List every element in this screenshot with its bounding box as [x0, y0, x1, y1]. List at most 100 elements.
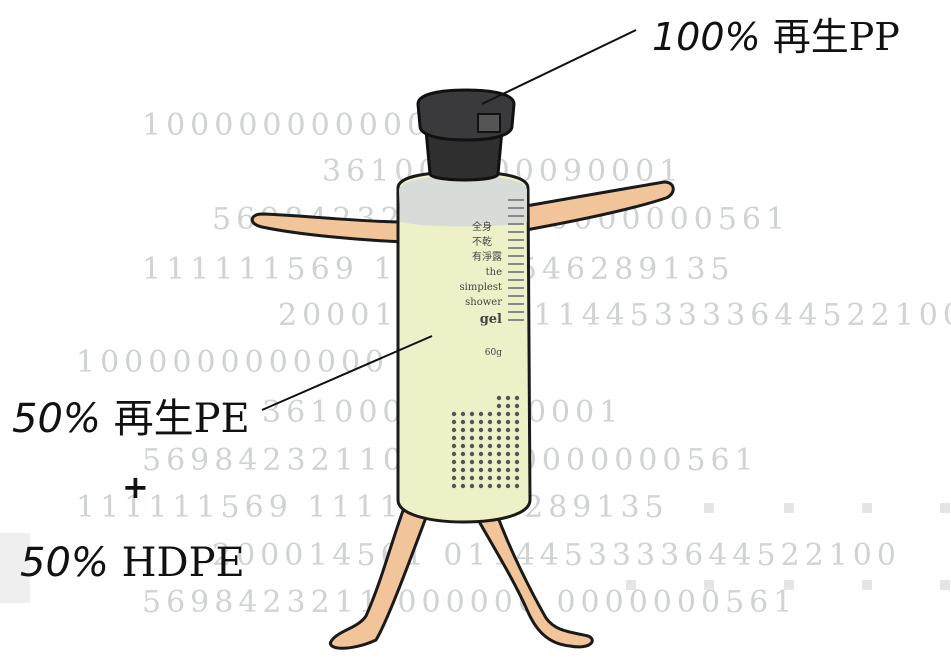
pattern-dot	[506, 404, 510, 408]
pattern-dot	[461, 420, 465, 424]
pattern-dot	[506, 484, 510, 488]
pattern-dot	[497, 404, 501, 408]
left-arm	[252, 214, 404, 242]
pattern-dot	[488, 468, 492, 472]
pattern-dot	[488, 484, 492, 488]
pattern-dot	[497, 428, 501, 432]
pattern-dot	[479, 460, 483, 464]
pattern-dot	[506, 476, 510, 480]
pattern-dot	[497, 436, 501, 440]
pattern-dot	[470, 452, 474, 456]
pattern-dot	[497, 444, 501, 448]
bottle-weight: 60g	[485, 348, 502, 358]
body2-material: HDPE	[122, 540, 245, 586]
pattern-dot	[497, 476, 501, 480]
pattern-dot	[515, 460, 519, 464]
pattern-dot	[488, 428, 492, 432]
pattern-dot	[506, 396, 510, 400]
pattern-dot	[497, 452, 501, 456]
pattern-dot	[461, 484, 465, 488]
bottle-text-line: 有淨露	[472, 250, 502, 263]
pattern-dot	[488, 476, 492, 480]
pattern-dot	[497, 412, 501, 416]
pattern-dot	[479, 428, 483, 432]
pattern-dot	[515, 404, 519, 408]
pattern-dot	[488, 436, 492, 440]
bottle-text-line: 全身	[472, 220, 492, 233]
pattern-dot	[515, 436, 519, 440]
pattern-dot	[470, 468, 474, 472]
right-leg	[476, 512, 592, 647]
pattern-dot	[470, 460, 474, 464]
body-material-label: 50% 再生PE	[12, 386, 250, 444]
pattern-dot	[470, 428, 474, 432]
bottle-text-line: shower	[465, 297, 502, 308]
plus-sign: +	[122, 468, 149, 506]
pattern-dot	[497, 396, 501, 400]
pattern-dot	[479, 444, 483, 448]
body2-percent: 50%	[20, 540, 109, 586]
pattern-dot	[479, 484, 483, 488]
pattern-dot	[452, 420, 456, 424]
pattern-dot	[515, 452, 519, 456]
pattern-dot	[497, 484, 501, 488]
body2-material-label: 50% HDPE	[20, 540, 245, 586]
pattern-dot	[470, 412, 474, 416]
pattern-dot	[515, 396, 519, 400]
pattern-dot	[452, 444, 456, 448]
pattern-dot	[452, 428, 456, 432]
pattern-dot	[506, 468, 510, 472]
pattern-dot	[506, 436, 510, 440]
cap-material-label: 100% 再生PP	[652, 6, 900, 61]
pattern-dot	[452, 436, 456, 440]
pattern-dot	[488, 444, 492, 448]
pattern-dot	[461, 468, 465, 472]
pattern-dot	[515, 484, 519, 488]
body-percent: 50%	[12, 396, 101, 442]
pattern-dot	[515, 412, 519, 416]
pattern-dot	[461, 460, 465, 464]
pattern-dot	[497, 420, 501, 424]
pattern-dot	[506, 428, 510, 432]
bottle-text-line: the	[486, 267, 502, 278]
bottle-shoulder	[399, 176, 527, 227]
pattern-dot	[479, 420, 483, 424]
cap-percent: 100%	[652, 15, 761, 59]
pattern-dot	[461, 452, 465, 456]
cap-pointer-line	[482, 30, 636, 104]
pattern-dot	[452, 412, 456, 416]
pattern-dot	[506, 420, 510, 424]
pattern-dot	[488, 412, 492, 416]
pattern-dot	[515, 468, 519, 472]
pattern-dot	[470, 420, 474, 424]
pattern-dot	[470, 444, 474, 448]
pattern-dot	[497, 468, 501, 472]
pattern-dot	[461, 476, 465, 480]
pattern-dot	[506, 460, 510, 464]
pattern-dot	[515, 428, 519, 432]
pattern-dot	[452, 460, 456, 464]
pattern-dot	[461, 436, 465, 440]
pattern-dot	[479, 436, 483, 440]
pattern-dot	[506, 412, 510, 416]
pattern-dot	[506, 452, 510, 456]
bottle-text-line: simplest	[460, 282, 502, 293]
cap-material: 再生PP	[773, 15, 900, 59]
pattern-dot	[470, 436, 474, 440]
left-leg	[331, 508, 428, 648]
pattern-dot	[452, 468, 456, 472]
pattern-dot	[470, 476, 474, 480]
pattern-dot	[452, 484, 456, 488]
pattern-dot	[479, 468, 483, 472]
pattern-dot	[461, 428, 465, 432]
pattern-dot	[479, 476, 483, 480]
pattern-dot	[461, 444, 465, 448]
pattern-dot	[479, 412, 483, 416]
pattern-dot	[515, 444, 519, 448]
pattern-dot	[488, 420, 492, 424]
pattern-dot	[488, 460, 492, 464]
pattern-dot	[506, 444, 510, 448]
pattern-dot	[479, 452, 483, 456]
pattern-dot	[515, 420, 519, 424]
right-arm	[526, 182, 673, 230]
